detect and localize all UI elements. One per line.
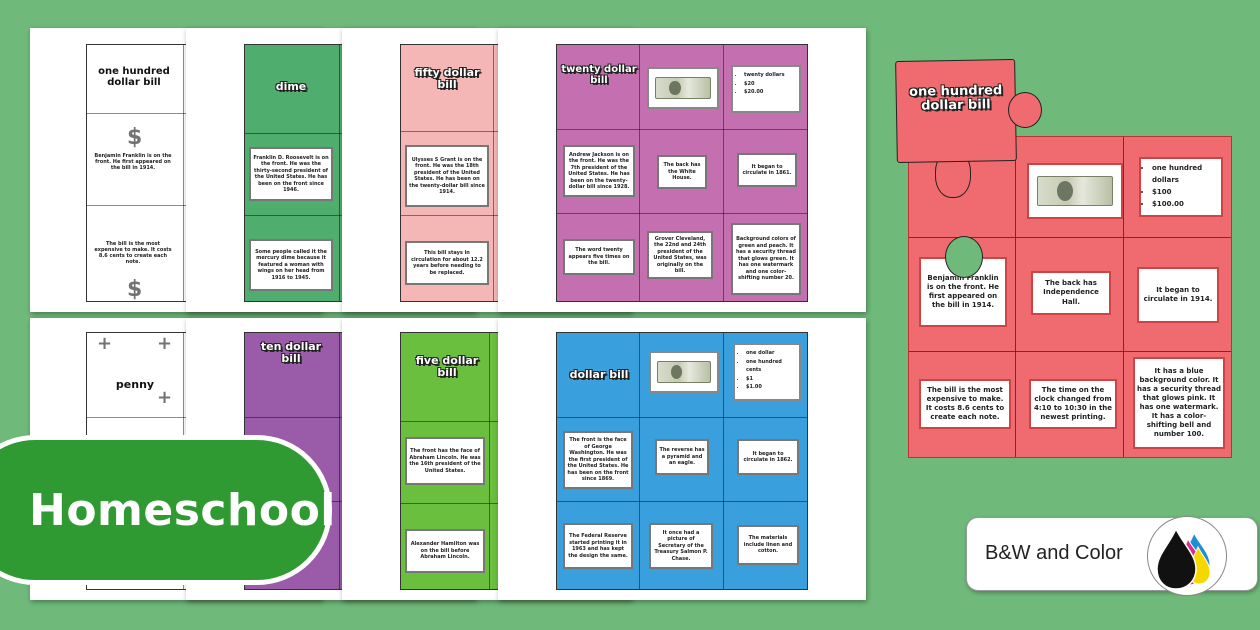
plus-sparkle-icon: + <box>97 333 113 354</box>
grid-line <box>723 333 724 589</box>
fact-card: The back has the White House. <box>657 155 707 189</box>
note-item: $20.00 <box>744 88 795 97</box>
note-item: twenty dollars <box>744 71 795 80</box>
note-item: one hundred dollars <box>1152 163 1217 187</box>
grid-line <box>909 351 1231 352</box>
homeschool-banner: Homeschool <box>0 435 335 585</box>
note-item: $1 <box>746 375 795 384</box>
fact-card: The bill is the most expensive to make. … <box>919 379 1011 429</box>
fact-text: Benjamin Franklin is on the front. He fi… <box>94 153 172 171</box>
hundred-dollar-bill-picture <box>1037 175 1113 207</box>
fact-card: The Federal Reserve started printing it … <box>563 523 633 569</box>
value-notes: one hundred dollars $100 $100.00 <box>1139 157 1223 217</box>
dollar-sign-icon: $ <box>127 277 143 302</box>
puzzle-title: twenty dollar bill <box>561 64 637 86</box>
fact-card: Franklin D. Roosevelt is on the front. H… <box>249 147 333 201</box>
grid-line <box>339 45 340 301</box>
note-item: $100.00 <box>1152 199 1217 211</box>
puzzle-board: twenty dollar bill twenty dollars $20 $2… <box>556 44 808 302</box>
note-item: $100 <box>1152 187 1217 199</box>
puzzle-title: five dollar bill <box>415 354 479 379</box>
puzzle-title: dollar bill <box>569 368 629 381</box>
fact-card: The front has the face of Abraham Lincol… <box>405 437 485 485</box>
fact-card: Ulysses S Grant is on the front. He was … <box>405 145 489 207</box>
grid-line <box>557 417 807 418</box>
value-notes: one dollar one hundred cents $1 $1.00 <box>733 343 801 401</box>
fact-card: It began to circulate in 1861. <box>737 153 797 187</box>
grid-line <box>909 237 1231 238</box>
note-item: one hundred cents <box>746 358 795 375</box>
fact-card: The reverse has a pyramid and an eagle. <box>655 439 709 475</box>
worksheet-twenty: twenty dollar bill twenty dollars $20 $2… <box>498 28 866 312</box>
puzzle-notch <box>945 236 983 278</box>
plus-sparkle-icon: + <box>157 333 173 354</box>
note-item: $20 <box>744 80 795 89</box>
note-item: $1.00 <box>746 383 795 392</box>
grid-line <box>723 45 724 301</box>
bw-color-badge: B&W and Color <box>966 516 1258 596</box>
puzzle-title: fifty dollar bill <box>414 66 480 91</box>
fact-card: The materials include linen and cotton. <box>737 525 799 565</box>
ink-drops-graphic <box>1156 527 1211 590</box>
puzzle-title: one hundred dollar bill <box>908 83 1003 114</box>
grid-line <box>1015 137 1016 457</box>
fact-card: Grover Cleveland, the 22nd and 24th pres… <box>647 231 713 279</box>
fact-card: It began to circulate in 1862. <box>737 439 799 475</box>
fact-card: This bill stays in circulation for about… <box>405 241 489 285</box>
fact-card: It began to circulate in 1914. <box>1137 267 1219 323</box>
fact-card: It has a blue background color. It has a… <box>1133 357 1225 449</box>
grid-line <box>639 45 640 301</box>
twenty-dollar-bill-picture <box>654 76 712 100</box>
grid-line <box>557 213 807 214</box>
loose-puzzle-piece[interactable]: one hundred dollar bill <box>895 58 1017 164</box>
fact-card: The word twenty appears five times on th… <box>563 239 635 275</box>
dollar-sign-icon: $ <box>127 125 143 150</box>
fact-card: Alexander Hamilton was on the bill befor… <box>405 529 485 573</box>
grid-line <box>1123 137 1124 457</box>
grid-line <box>557 129 807 130</box>
grid-line <box>183 45 184 301</box>
worksheet-dollar: dollar bill one dollar one hundred cents… <box>498 318 866 600</box>
puzzle-tab <box>1008 92 1042 128</box>
puzzle-title: dime <box>275 80 307 93</box>
fact-card: The back has Independence Hall. <box>1031 271 1111 315</box>
one-dollar-bill-picture <box>656 360 712 384</box>
puzzle-board: dollar bill one dollar one hundred cents… <box>556 332 808 590</box>
puzzle-title: ten dollar bill <box>260 340 322 365</box>
fact-card: Background colors of green and peach. It… <box>731 223 801 295</box>
fact-text: The bill is the most expensive to make. … <box>94 241 172 265</box>
banner-label: Homeschool <box>29 484 336 536</box>
grid-line <box>339 333 340 589</box>
plus-sparkle-icon: + <box>157 387 173 408</box>
grid-line <box>557 501 807 502</box>
grid-line <box>489 333 490 589</box>
puzzle-title: penny <box>115 378 155 391</box>
bill-image <box>649 351 719 393</box>
puzzle-title: one hundred dollar bill <box>98 66 170 88</box>
fact-card: Some people called it the mercury dime b… <box>249 239 333 291</box>
fact-card: The time on the clock changed from 4:10 … <box>1029 379 1117 429</box>
badge-label: B&W and Color <box>985 542 1123 564</box>
fact-card: Andrew Jackson is on the front. He was t… <box>563 145 635 197</box>
grid-line <box>493 45 494 301</box>
fact-card: The front is the face of George Washingt… <box>563 431 633 489</box>
note-item: one dollar <box>746 349 795 358</box>
bill-image <box>1027 163 1123 219</box>
fact-card: It once had a picture of Secretary of th… <box>649 523 713 569</box>
ink-drops-icon <box>1147 516 1227 596</box>
grid-line <box>639 333 640 589</box>
bill-image <box>647 67 719 109</box>
value-notes: twenty dollars $20 $20.00 <box>731 65 801 113</box>
